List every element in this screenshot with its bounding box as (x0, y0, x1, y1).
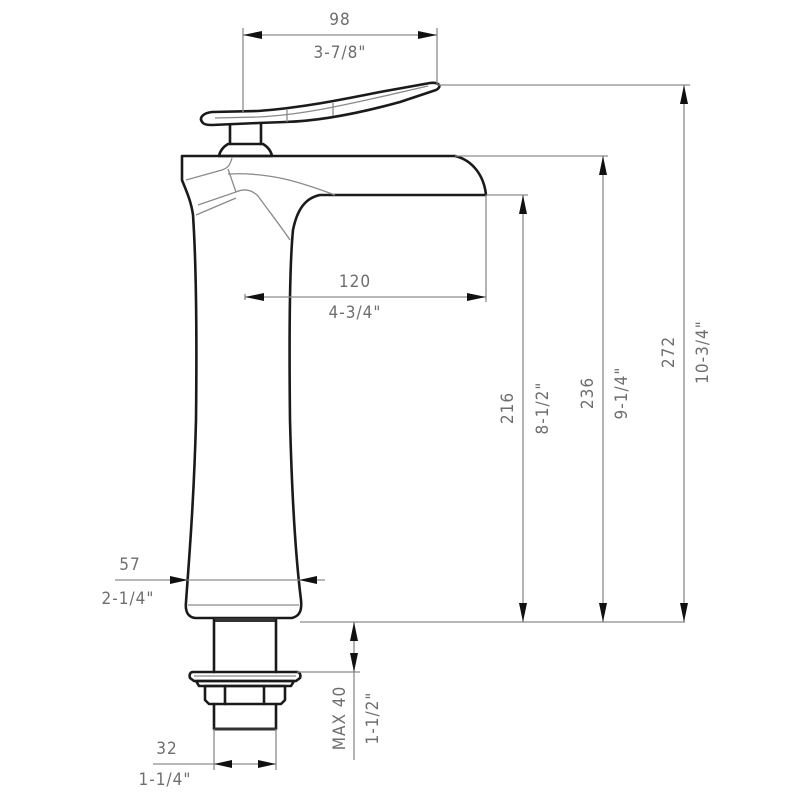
dimension-spout-reach: 120 4-3/4" (244, 195, 487, 323)
handle-stem (228, 122, 263, 146)
spout-reach-mm: 120 (339, 272, 371, 292)
base-diameter-inch: 2-1/4" (102, 589, 155, 609)
dimension-overall-height: 272 10-3/4" (437, 84, 713, 622)
spout-height-inch: 8-1/2" (533, 382, 553, 435)
deck-thickness-mm: MAX 40 (330, 686, 350, 750)
body-height-inch: 9-1/4" (612, 367, 632, 420)
overall-height-mm: 272 (659, 336, 679, 368)
nut (203, 684, 287, 706)
overall-height-inch: 10-3/4" (693, 320, 713, 384)
shank-diameter-mm: 32 (156, 739, 177, 759)
body-height-mm: 236 (578, 377, 598, 409)
dimension-handle-width: 98 3-7/8" (242, 10, 438, 112)
deck-thickness-inch: 1-1/2" (363, 692, 383, 745)
shank-diameter-inch: 1-1/4" (139, 770, 192, 790)
mounting-shank (188, 618, 302, 731)
spout-height-mm: 216 (498, 392, 518, 424)
dimension-max-deck-thickness: MAX 40 1-1/2" (297, 622, 383, 760)
handle-width-mm: 98 (329, 10, 350, 30)
dimension-shank-diameter: 32 1-1/4" (139, 729, 277, 790)
dimension-body-height: 236 9-1/4" (455, 155, 632, 622)
spout-reach-inch: 4-3/4" (329, 303, 382, 323)
dimension-spout-height: 216 8-1/2" (486, 194, 553, 622)
handle-lever (199, 81, 441, 127)
spout (180, 154, 488, 620)
dimension-base-diameter: 57 2-1/4" (102, 555, 325, 609)
base-diameter-mm: 57 (119, 555, 140, 575)
handle-width-inch: 3-7/8" (314, 43, 367, 63)
faucet-body (180, 81, 488, 620)
handle-base (217, 142, 274, 158)
